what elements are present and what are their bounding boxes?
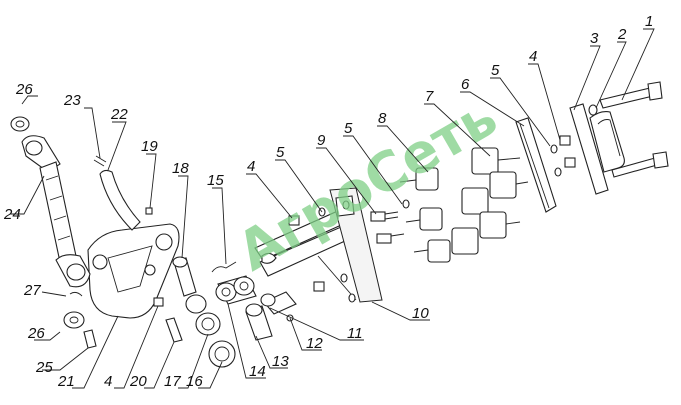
- label-26b: 26: [27, 325, 45, 342]
- part-15-cotter-pin: [211, 261, 237, 273]
- part-23-cotter: [93, 155, 107, 167]
- part-25-26-27: [63, 291, 97, 349]
- part-1-bolts: [599, 81, 669, 178]
- part-10-frame: [254, 187, 383, 303]
- part-8-small-rollers: [399, 167, 451, 263]
- part-19-bolt: [145, 207, 153, 215]
- label-4c: 4: [104, 373, 112, 390]
- part-14-link: [215, 275, 257, 305]
- leader-lines: [10, 28, 655, 389]
- label-15: 15: [207, 172, 224, 189]
- label-20: 20: [129, 373, 147, 390]
- label-3: 3: [590, 30, 599, 47]
- part-labels: 1 2 3 4 5 6 7 8 5 9 5 4 10 11 12 13 14 1…: [3, 13, 653, 390]
- part-16-17-bushings: [185, 294, 236, 368]
- part-2-washer: [588, 104, 598, 116]
- label-14: 14: [249, 363, 266, 380]
- label-22: 22: [110, 106, 128, 123]
- label-4b: 4: [247, 158, 255, 175]
- label-1: 1: [645, 13, 653, 30]
- part-9-bolts: [370, 199, 410, 244]
- label-18: 18: [172, 160, 189, 177]
- label-27: 27: [23, 282, 41, 299]
- label-5b: 5: [344, 120, 353, 137]
- label-26: 26: [15, 81, 33, 98]
- label-7: 7: [425, 88, 434, 105]
- label-23: 23: [63, 92, 81, 109]
- part-drawings: [10, 81, 669, 368]
- label-10: 10: [412, 305, 429, 322]
- label-5c: 5: [276, 144, 285, 161]
- label-21: 21: [57, 373, 75, 390]
- label-6: 6: [461, 76, 470, 93]
- label-5: 5: [491, 62, 500, 79]
- label-2: 2: [617, 26, 627, 43]
- label-9: 9: [317, 132, 326, 149]
- label-4: 4: [529, 48, 537, 65]
- label-17: 17: [164, 373, 181, 390]
- label-11: 11: [347, 325, 363, 342]
- part-4-nut-right: [550, 135, 576, 177]
- part-21-bracket: [87, 223, 180, 319]
- part-7-rollers: [451, 147, 529, 255]
- label-12: 12: [306, 335, 323, 352]
- label-19: 19: [141, 138, 158, 155]
- label-8: 8: [378, 110, 387, 127]
- part-26-washer-top: [10, 116, 30, 132]
- part-24-link-arm: [21, 135, 91, 288]
- label-24: 24: [3, 206, 21, 223]
- part-6-plate: [515, 117, 557, 213]
- part-22-hose: [99, 169, 141, 231]
- label-16: 16: [186, 373, 203, 390]
- label-25: 25: [35, 359, 53, 376]
- label-13: 13: [272, 353, 289, 370]
- part-20-pin: [165, 317, 183, 343]
- part-3-u-bracket: [569, 103, 625, 195]
